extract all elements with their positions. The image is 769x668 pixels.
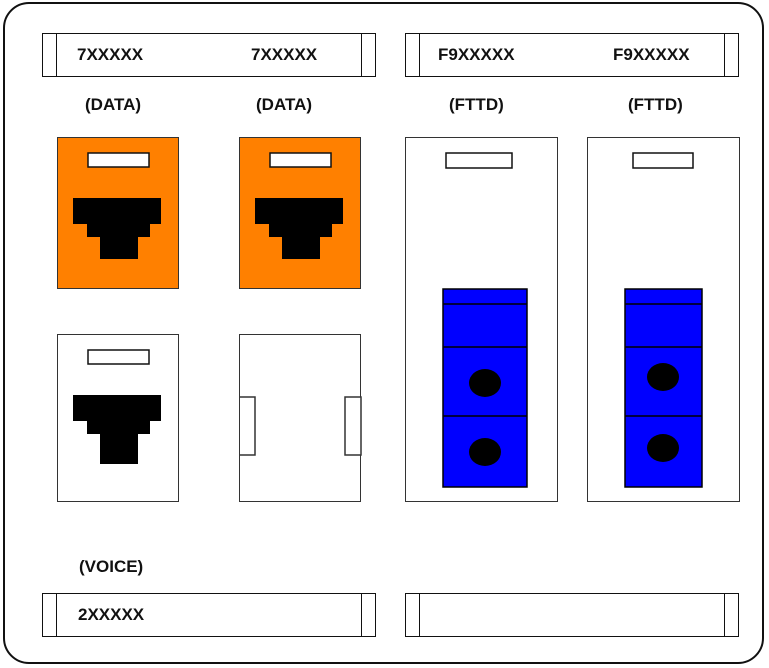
fttd-port-module-2 bbox=[587, 137, 740, 502]
voice-port-module bbox=[57, 334, 179, 502]
port-label-data-2: (DATA) bbox=[256, 95, 313, 114]
rj45-jack-icon bbox=[73, 152, 161, 259]
rj45-jack-icon bbox=[73, 349, 161, 464]
bottom-left-label-strip: 2XXXXX bbox=[42, 593, 376, 637]
port-label-voice: (VOICE) bbox=[79, 557, 144, 576]
port-label-fttd-2: (FTTD) bbox=[628, 95, 683, 114]
strip-label-voice: 2XXXXX bbox=[78, 605, 145, 624]
data-port-module-2 bbox=[239, 137, 361, 289]
strip-label-fttd-2: F9XXXXX bbox=[613, 45, 690, 64]
strip-label-data-2: 7XXXXX bbox=[251, 45, 318, 64]
port-label-data-1: (DATA) bbox=[85, 95, 142, 114]
blank-insert-icon bbox=[240, 396, 362, 456]
bottom-right-label-strip bbox=[405, 593, 739, 637]
duplex-fiber-connector-icon bbox=[442, 152, 528, 488]
data-port-module-1 bbox=[57, 137, 179, 289]
fttd-port-module-1 bbox=[405, 137, 558, 502]
top-right-label-strip: F9XXXXX F9XXXXX bbox=[405, 33, 739, 77]
rj45-jack-icon bbox=[255, 152, 343, 259]
blank-insert-module bbox=[239, 334, 362, 502]
duplex-fiber-connector-icon bbox=[624, 152, 703, 488]
port-label-fttd-1: (FTTD) bbox=[449, 95, 504, 114]
top-left-label-strip: 7XXXXX 7XXXXX bbox=[42, 33, 376, 77]
strip-label-fttd-1: F9XXXXX bbox=[438, 45, 515, 64]
strip-label-data-1: 7XXXXX bbox=[77, 45, 144, 64]
